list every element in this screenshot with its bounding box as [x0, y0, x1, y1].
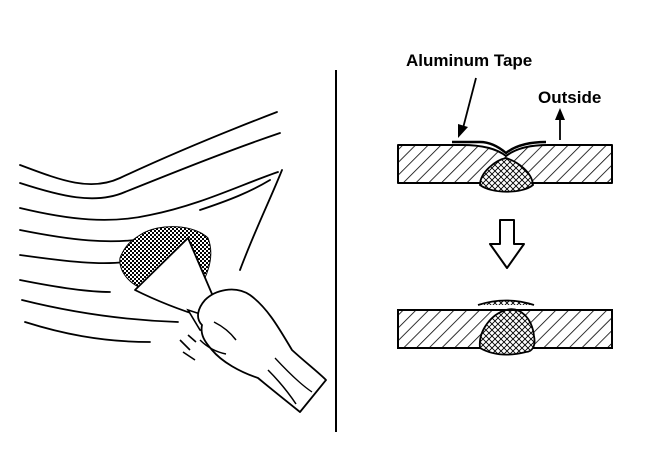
section-bottom	[397, 299, 613, 356]
label-aluminum-tape: Aluminum Tape	[406, 51, 532, 70]
gloved-hand	[197, 288, 327, 413]
label-outside: Outside	[538, 88, 601, 107]
aluminum-tape	[452, 140, 547, 155]
section-top	[397, 140, 613, 193]
down-arrow-icon	[489, 219, 525, 269]
repair-filler-bottom	[479, 308, 536, 356]
repair-filler-top	[479, 157, 534, 193]
motion-lines	[179, 334, 197, 361]
tape-leader	[461, 77, 477, 133]
bumper-illustration	[19, 111, 283, 343]
